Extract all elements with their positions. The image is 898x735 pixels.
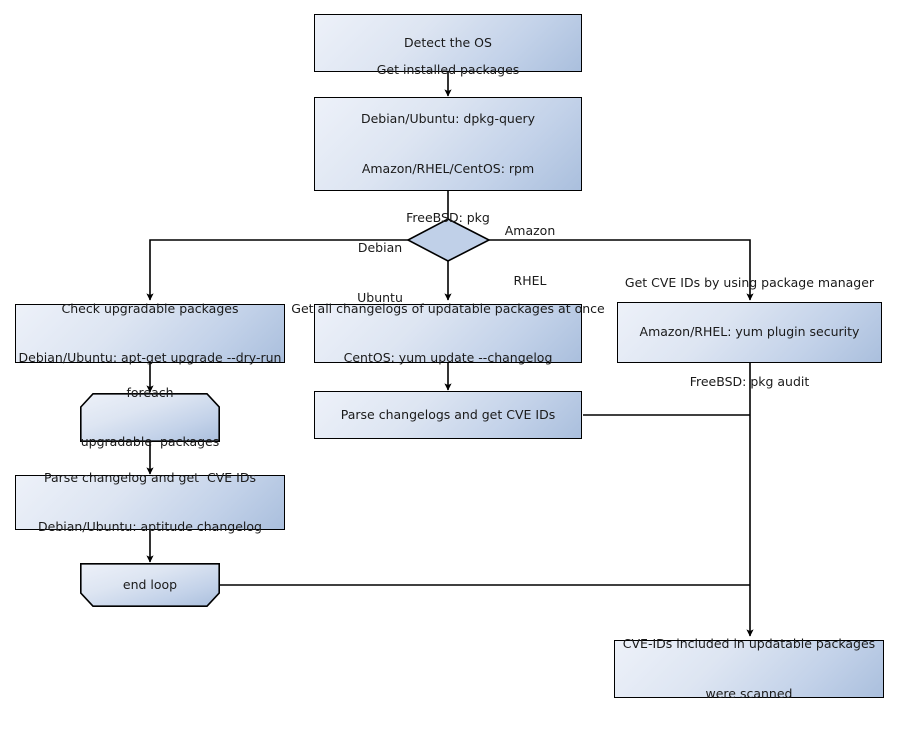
edge-label-debian: Debian Ubuntu xyxy=(345,207,415,339)
edge-label-amazon-line1: Amazon xyxy=(504,223,556,238)
node-check-upgradable-label: Check upgradable packages Debian/Ubuntu:… xyxy=(15,268,286,400)
check-line-2: Debian/Ubuntu: apt-get upgrade --dry-run xyxy=(18,350,282,365)
scanned-line-1: CVE-IDs included in updatable packages xyxy=(622,636,876,651)
foreach-line-1: foreach xyxy=(126,384,174,400)
edge-label-amazon-line2: RHEL xyxy=(513,272,547,288)
node-get-all-changelogs[interactable]: Get all changelogs of updatable packages… xyxy=(291,301,604,366)
node-get-cve-package-manager[interactable]: Get CVE IDs by using package manager Ama… xyxy=(617,275,882,389)
foreach-loop-shape xyxy=(80,393,220,442)
node-scan-complete[interactable]: CVE-IDs included in updatable packages w… xyxy=(614,636,884,701)
node-end-loop-label: end loop xyxy=(122,576,178,592)
installed-line-3: Amazon/RHEL/CentOS: rpm xyxy=(361,160,535,176)
node-check-upgradable[interactable]: Check upgradable packages Debian/Ubuntu:… xyxy=(15,301,285,365)
scanned-line-2: were scanned xyxy=(705,685,793,701)
changelogs-line-2: CentOS: yum update --changelog xyxy=(343,350,553,365)
installed-line-2: Debian/Ubuntu: dpkg-query xyxy=(360,111,536,126)
edge-label-debian-line1: Debian xyxy=(357,240,403,255)
node-scan-complete-label: CVE-IDs included in updatable packages w… xyxy=(619,603,879,735)
cve-pm-line-1: Get CVE IDs by using package manager xyxy=(624,274,875,290)
cve-pm-line-3: FreeBSD: pkg audit xyxy=(689,373,810,389)
end-loop-shape xyxy=(80,563,220,607)
installed-line-1: Get installed packages xyxy=(376,61,520,77)
foreach-line-2: upgradable packages xyxy=(80,434,220,449)
parse-deb-line-1: Parse changelog and get CVE IDs xyxy=(44,469,256,485)
edge-label-debian-line2: Ubuntu xyxy=(357,289,403,305)
flowchart-canvas: Detect the OS Get installed packages Deb… xyxy=(15,14,884,701)
node-parse-changelog-debian-label: Parse changelog and get CVE IDs Debian/U… xyxy=(34,437,266,569)
cve-pm-line-2: Amazon/RHEL: yum plugin security xyxy=(639,324,860,340)
node-get-cve-package-manager-label: Get CVE IDs by using package manager Ama… xyxy=(621,242,878,424)
node-detect-os-label: Detect the OS xyxy=(404,34,492,50)
node-foreach-loop[interactable]: foreach upgradable packages xyxy=(80,385,220,449)
parse-deb-line-2: Debian/Ubuntu: aptitude changelog xyxy=(38,519,262,534)
node-parse-changelogs-centos-label: Parse changelogs and get CVE IDs xyxy=(340,406,556,422)
node-parse-changelog-debian[interactable]: Parse changelog and get CVE IDs Debian/U… xyxy=(15,470,285,534)
node-parse-changelogs-centos[interactable]: Parse changelogs and get CVE IDs xyxy=(314,391,582,439)
node-foreach-loop-label: foreach upgradable packages xyxy=(77,352,224,484)
check-line-1: Check upgradable packages xyxy=(61,300,239,316)
node-get-installed-packages-label: Get installed packages Debian/Ubuntu: dp… xyxy=(357,29,539,260)
node-get-all-changelogs-label: Get all changelogs of updatable packages… xyxy=(287,268,608,400)
changelogs-line-1: Get all changelogs of updatable packages… xyxy=(291,300,605,316)
node-detect-os[interactable]: Detect the OS xyxy=(314,14,582,72)
installed-line-4: FreeBSD: pkg xyxy=(406,210,490,225)
node-end-loop[interactable]: end loop xyxy=(80,563,220,607)
node-get-installed-packages[interactable]: Get installed packages Debian/Ubuntu: dp… xyxy=(314,62,582,225)
